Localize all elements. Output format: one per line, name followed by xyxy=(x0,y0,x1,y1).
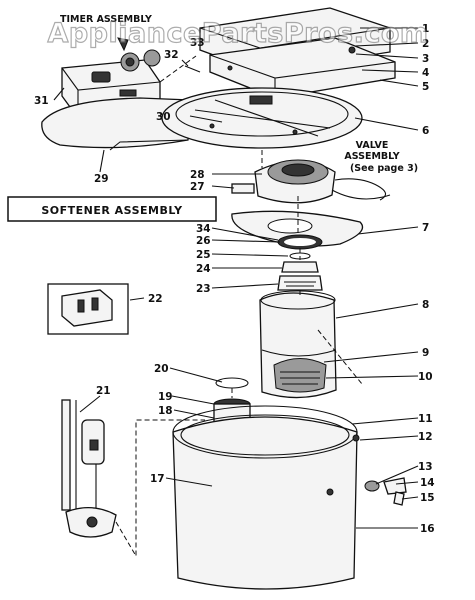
callout-8: 8 xyxy=(422,299,429,311)
callout-24: 24 xyxy=(196,263,211,275)
callout-9: 9 xyxy=(422,347,429,359)
callout-2: 2 xyxy=(422,38,429,50)
softener-assembly-box: SOFTENER ASSEMBLY xyxy=(7,196,217,222)
valve-assembly-line1: VALVE xyxy=(356,140,389,151)
callout-28: 28 xyxy=(190,169,205,181)
float-assembly xyxy=(61,399,117,538)
callout-6: 6 xyxy=(422,125,429,137)
top-cover xyxy=(199,7,396,99)
callout-20: 20 xyxy=(154,363,169,375)
brine-lid xyxy=(161,87,363,149)
valve-assembly-line3: (See page 3) xyxy=(350,163,418,174)
callout-23: 23 xyxy=(196,283,211,295)
valve-assembly-line2: ASSEMBLY xyxy=(344,151,399,162)
callout-19: 19 xyxy=(158,391,173,403)
callout-3: 3 xyxy=(422,53,429,65)
callout-22: 22 xyxy=(148,293,163,305)
assembly-lines xyxy=(115,55,363,558)
callout-31: 31 xyxy=(34,95,49,107)
callout-4: 4 xyxy=(422,67,429,79)
callout-25: 25 xyxy=(196,249,211,261)
callout-26: 26 xyxy=(196,235,211,247)
callout-10: 10 xyxy=(418,371,433,383)
callout-11: 11 xyxy=(418,413,433,425)
callout-18: 18 xyxy=(158,405,173,417)
watermark: AppliancePartsPros.com xyxy=(47,18,428,49)
callout-27: 27 xyxy=(190,181,205,193)
callout-17: 17 xyxy=(150,473,165,485)
callout-21: 21 xyxy=(96,385,111,397)
callout-numbers: 1 2 3 4 5 6 7 8 9 10 11 12 13 14 15 16 1… xyxy=(34,23,435,535)
callout-12: 12 xyxy=(418,431,433,443)
leader-lines xyxy=(53,27,419,529)
callout-29: 29 xyxy=(94,173,109,185)
timer-assembly-header: TIMER ASSEMBLY xyxy=(60,14,152,25)
adapter-stack xyxy=(277,234,323,291)
text-labels: TIMER ASSEMBLY VALVE ASSEMBLY (See page … xyxy=(60,14,418,174)
overflow-fitting xyxy=(352,434,407,506)
base-plate xyxy=(41,97,191,151)
callout-15: 15 xyxy=(420,492,435,504)
callout-30: 30 xyxy=(156,111,171,123)
callout-1: 1 xyxy=(422,23,429,35)
callout-5: 5 xyxy=(422,81,429,93)
callout-16: 16 xyxy=(420,523,435,535)
transformer xyxy=(47,283,129,335)
valve-assembly xyxy=(231,159,391,204)
callout-34: 34 xyxy=(196,223,211,235)
brine-tank xyxy=(172,405,358,590)
callout-7: 7 xyxy=(422,222,429,234)
callout-33: 33 xyxy=(190,37,205,49)
softener-assembly-title: SOFTENER ASSEMBLY xyxy=(41,204,183,217)
callout-32: 32 xyxy=(164,49,179,61)
callout-13: 13 xyxy=(418,461,433,473)
resin-tank xyxy=(259,290,337,399)
callout-14: 14 xyxy=(420,477,435,489)
